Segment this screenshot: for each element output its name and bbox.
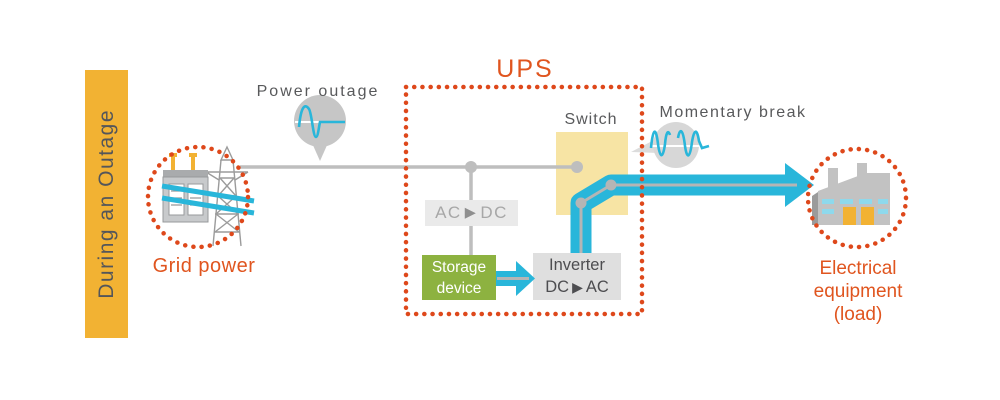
storage-to-inverter-arrow — [496, 261, 535, 296]
backup-flow-arrow — [570, 163, 814, 262]
power-cables-icon — [161, 183, 255, 216]
power-outage-bubble — [294, 95, 346, 161]
rectifier-to: DC — [480, 203, 508, 222]
inverter-box: Inverter DC▶AC — [533, 253, 621, 300]
momentary-break-label: Momentary break — [659, 104, 807, 121]
load-label-line3: (load) — [833, 304, 883, 325]
momentary-break-bubble — [631, 122, 710, 168]
during-outage-banner: During an Outage — [85, 70, 128, 338]
line-end-dot — [571, 161, 583, 173]
rectifier-from: AC — [435, 203, 462, 222]
ups-dotted-boundary — [403, 84, 645, 317]
rectifier-box: AC ▶ DC — [425, 200, 518, 226]
load-label-line1: Electrical — [819, 258, 897, 279]
factory-doors — [843, 207, 874, 225]
switch-label: Switch — [564, 111, 618, 128]
banner-label: During an Outage — [94, 109, 118, 299]
inverter-from: DC — [545, 278, 570, 296]
power-outage-label: Power outage — [256, 83, 380, 100]
grid-power-icon — [161, 145, 255, 247]
grid-power-label: Grid power — [152, 255, 256, 277]
inverter-conversion: DC▶AC — [545, 276, 609, 299]
power-outage-waveform-icon — [297, 105, 345, 139]
ups-title: UPS — [496, 55, 554, 83]
storage-label-line1: Storage — [431, 258, 487, 276]
storage-label-line2: device — [436, 279, 482, 297]
line-junction-dot — [465, 161, 477, 173]
transmission-tower-icon — [205, 145, 249, 247]
inverter-arrow-icon: ▶ — [572, 280, 583, 296]
momentary-break-waveform-icon — [649, 129, 710, 157]
load-dotted-circle — [805, 146, 909, 250]
load-label: Electrical equipment (load) — [778, 257, 938, 326]
flow-arrowhead — [785, 163, 814, 207]
storage-device-box: Storage device — [422, 255, 496, 300]
factory-windows — [822, 199, 888, 214]
grid-power-dotted-circle — [145, 144, 251, 250]
inverter-title: Inverter — [549, 256, 605, 274]
rectifier-arrow-icon: ▶ — [464, 205, 478, 221]
inverter-to: AC — [585, 278, 609, 296]
factory-icon — [812, 163, 890, 225]
load-label-line2: equipment — [813, 281, 903, 302]
